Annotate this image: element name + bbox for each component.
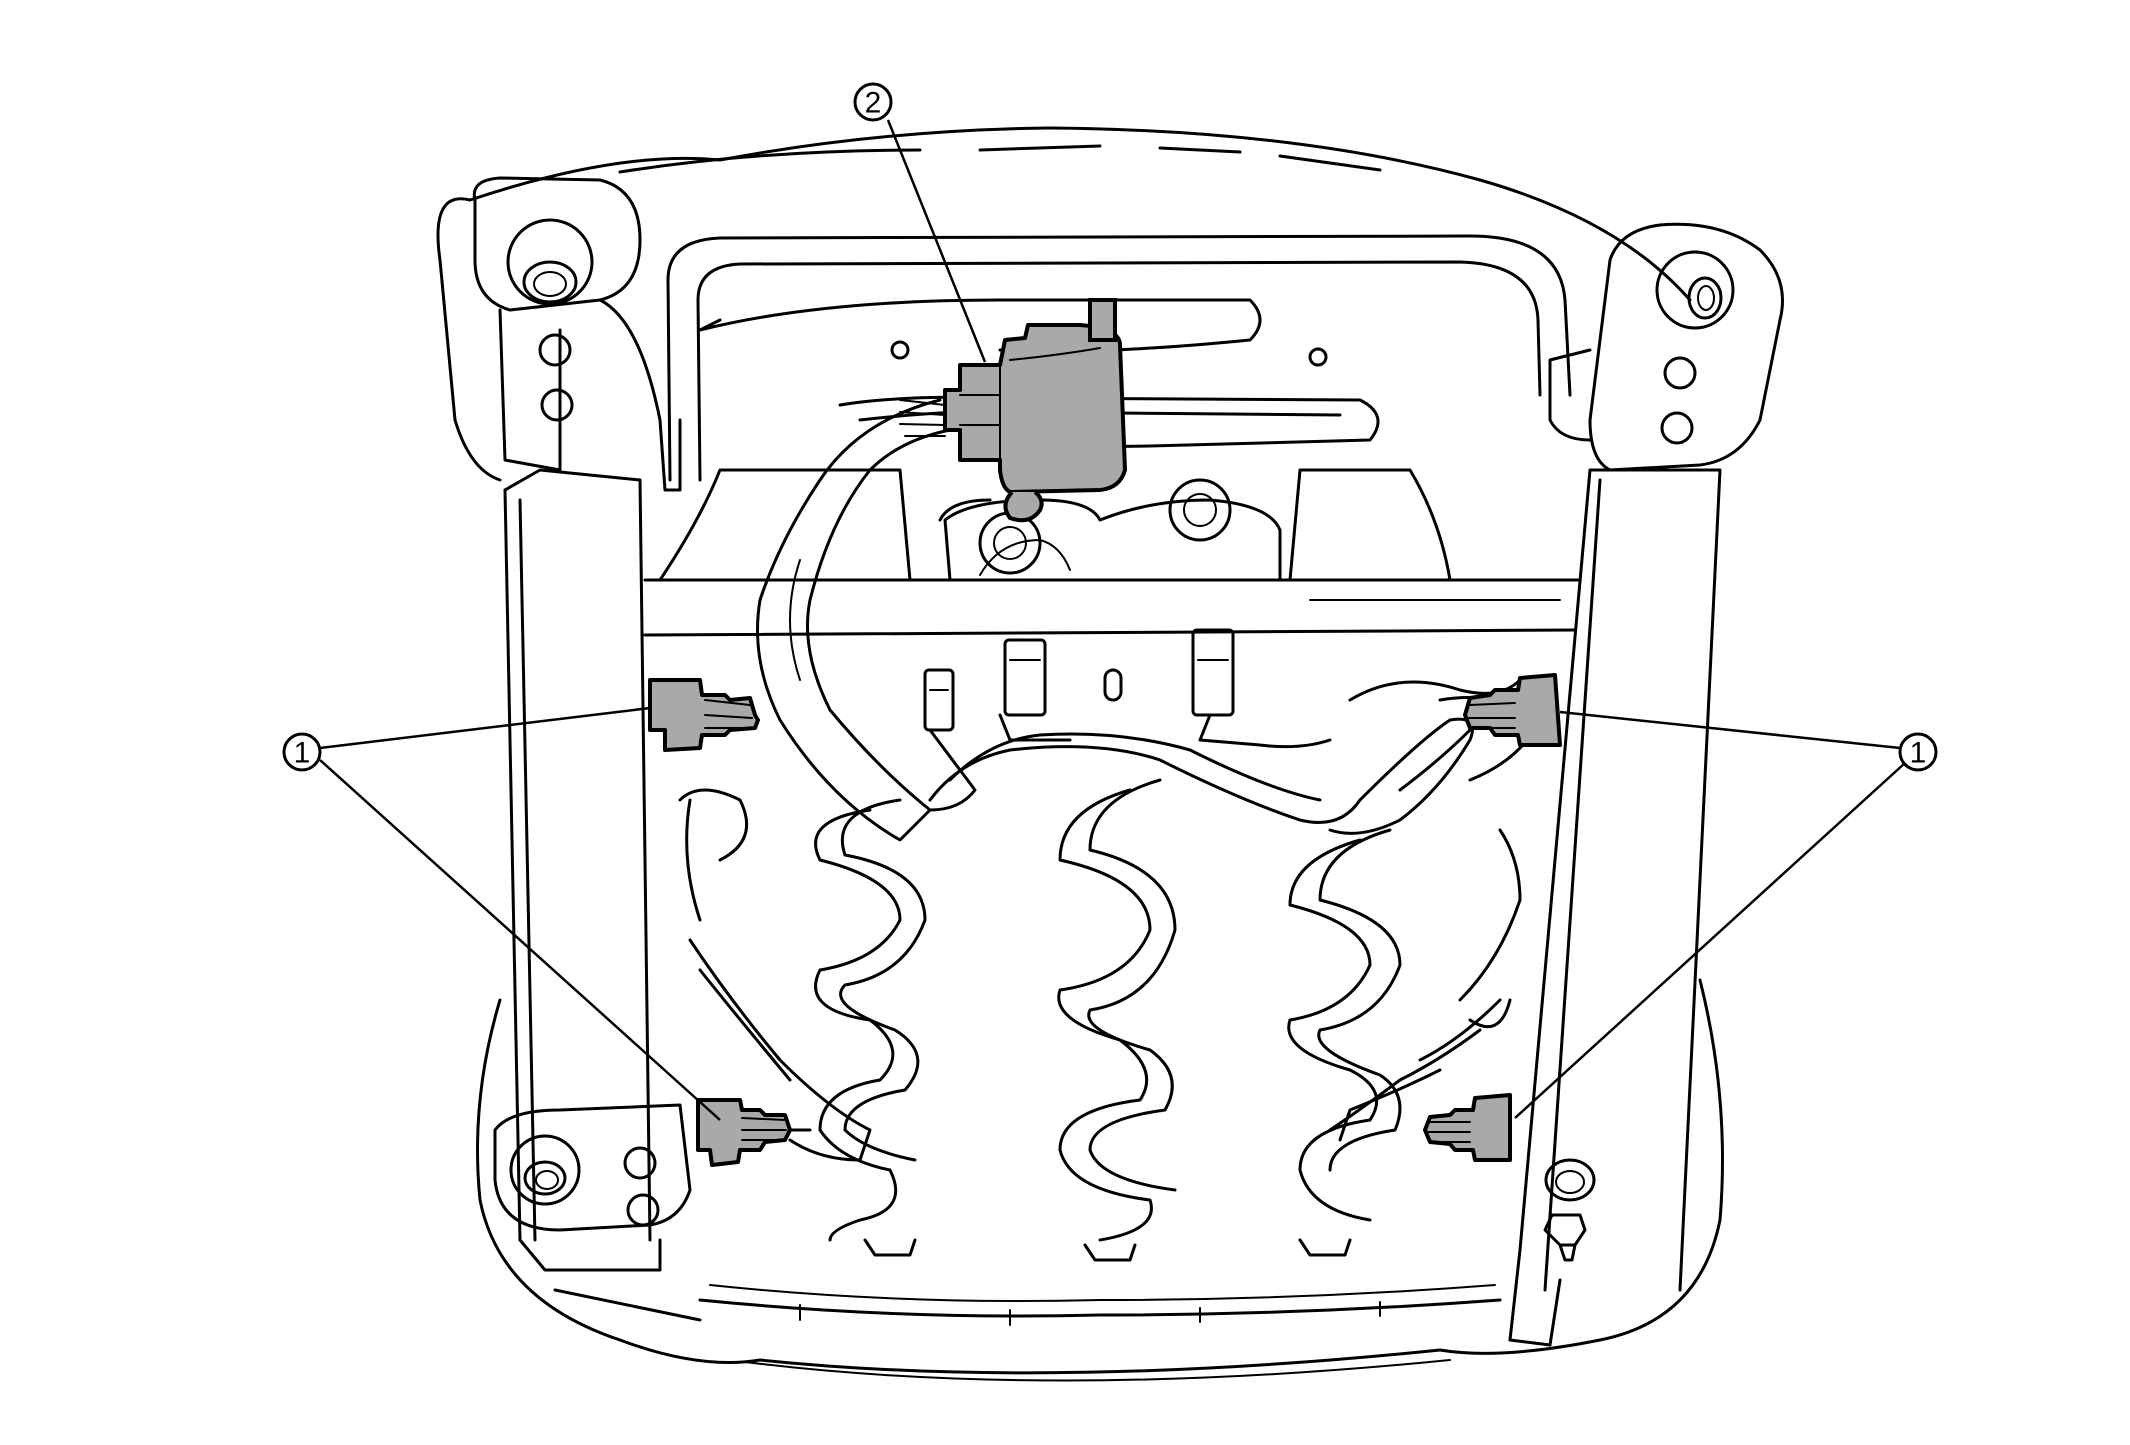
callout-1-left-label: 1 — [294, 737, 311, 770]
wiring-harness — [678, 398, 1542, 1162]
leader-lines — [319, 119, 1906, 1121]
front-crossmember — [643, 468, 1582, 637]
callout-2-label: 2 — [865, 87, 882, 120]
control-module[interactable] — [899, 298, 1127, 523]
front-spring-anchor — [698, 1284, 1502, 1326]
callout-2: 2 — [853, 82, 893, 122]
center-panel — [938, 478, 1282, 702]
seat-cushion-outline — [436, 126, 1724, 1382]
connector-lower-left[interactable] — [696, 1098, 812, 1167]
connector-upper-left[interactable] — [648, 678, 760, 752]
right-side-rail — [1508, 468, 1722, 1347]
callout-1-left: 1 — [282, 732, 322, 772]
center-clips — [923, 628, 1235, 732]
connector-upper-right[interactable] — [1463, 673, 1562, 747]
callout-1-right: 1 — [1898, 732, 1938, 772]
left-front-mount-bracket — [493, 1103, 692, 1232]
seat-springs — [814, 778, 1402, 1262]
callout-1-right-label: 1 — [1910, 737, 1927, 770]
left-rear-mount-bracket — [472, 176, 682, 492]
connector-lower-right[interactable] — [1423, 1093, 1512, 1162]
right-front-bolt — [1543, 1158, 1596, 1262]
right-rear-mount-bracket — [1548, 222, 1784, 472]
